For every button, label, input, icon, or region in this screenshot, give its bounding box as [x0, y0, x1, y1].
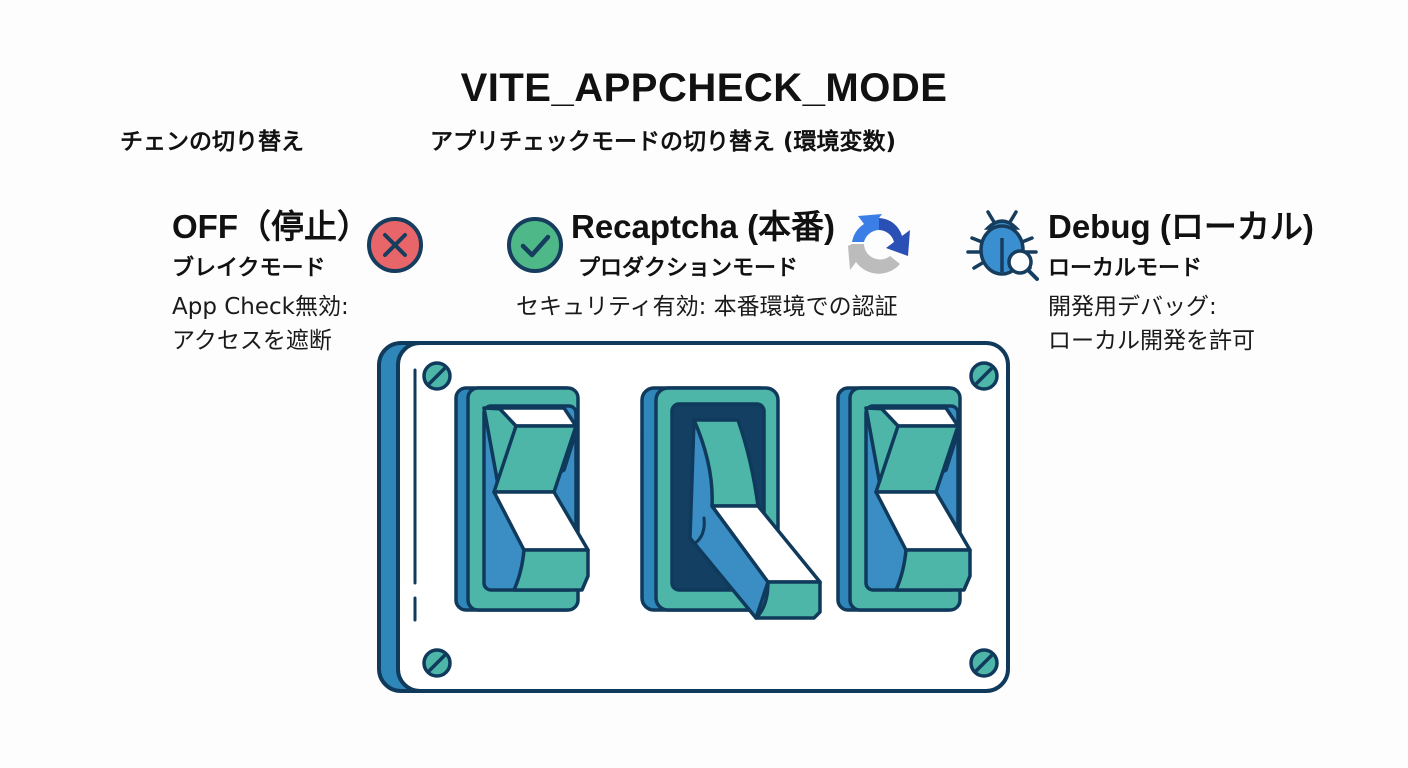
mode-off-title: OFF（停止） — [172, 208, 370, 245]
page-title: VITE_APPCHECK_MODE — [460, 66, 948, 110]
mode-recaptcha-description: セキュリティ有効: 本番環境での認証 — [516, 294, 898, 320]
toggle-switch-debug[interactable] — [836, 386, 986, 612]
mode-debug-subtitle: ローカルモード — [1048, 256, 1203, 281]
subtitle-left: チェンの切り替え — [120, 129, 304, 155]
mode-off-description-1: App Check無効: — [172, 294, 349, 320]
check-circle-icon — [506, 216, 564, 274]
mode-recaptcha-title: Recaptcha (本番) — [571, 208, 836, 245]
screw-top-left-icon — [422, 361, 452, 391]
screw-bottom-right-icon — [969, 648, 999, 678]
mode-debug-description-2: ローカル開発を許可 — [1048, 328, 1255, 354]
mode-debug-title: Debug (ローカル) — [1048, 208, 1314, 245]
subtitle-right: アプリチェックモードの切り替え (環境変数) — [430, 129, 897, 155]
mode-debug-description-1: 開発用デバッグ: — [1048, 294, 1217, 320]
x-circle-icon — [366, 216, 424, 274]
screw-top-right-icon — [969, 361, 999, 391]
screw-bottom-left-icon — [422, 648, 452, 678]
toggle-switch-off[interactable] — [454, 386, 604, 612]
toggle-switch-recaptcha[interactable] — [640, 386, 830, 622]
mode-recaptcha-subtitle: プロダクションモード — [578, 256, 799, 281]
mode-off-subtitle: ブレイクモード — [172, 256, 326, 281]
mode-recaptcha: Recaptcha (本番) プロダクションモード セキュリティ有効: 本番環境… — [516, 200, 898, 324]
mode-off: OFF（停止） ブレイクモード App Check無効: アクセスを遮断 — [172, 200, 370, 358]
mode-off-description-2: アクセスを遮断 — [172, 328, 332, 354]
bug-search-icon — [962, 204, 1042, 284]
recaptcha-icon — [846, 212, 912, 274]
mode-debug: Debug (ローカル) ローカルモード 開発用デバッグ: ローカル開発を許可 — [1048, 200, 1314, 358]
